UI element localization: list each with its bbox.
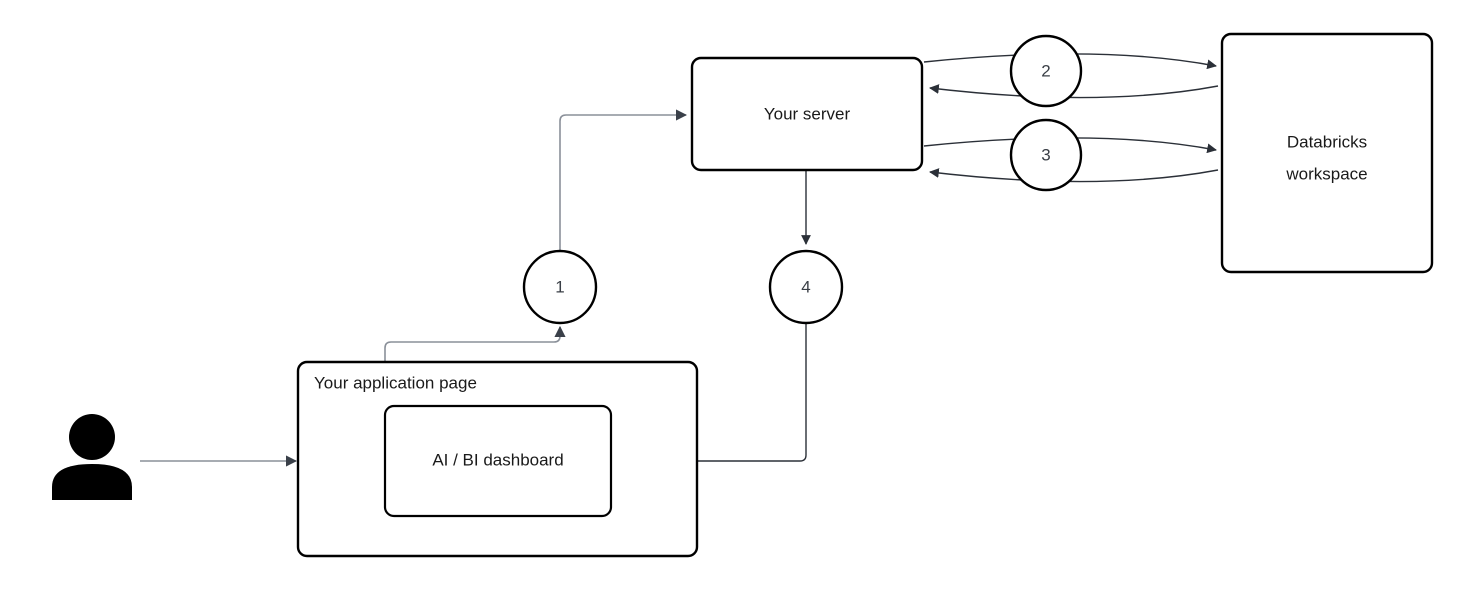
step-2-circle[interactable]: [1009, 34, 1083, 108]
step-1-circle[interactable]: [522, 249, 598, 325]
connector-step-4-to-dashboard: [616, 323, 807, 466]
step-4-label: 4: [801, 277, 810, 296]
ai-bi-dashboard-label: AI / BI dashboard: [432, 450, 563, 469]
step-marker-1[interactable]: 1: [522, 249, 598, 325]
databricks-workspace-box[interactable]: [1220, 32, 1434, 274]
connector-server-to-workspace-step-2: [923, 53, 1219, 99]
ai-bi-dashboard-box[interactable]: [383, 404, 613, 518]
user-actor-body-icon: [52, 464, 132, 500]
databricks-workspace-label-line2: workspace: [1285, 164, 1367, 183]
node-your-server[interactable]: Your server: [690, 56, 924, 172]
step-1-label: 1: [555, 277, 564, 296]
your-application-page-label: Your application page: [314, 373, 477, 392]
user-actor-head-icon: [69, 414, 115, 460]
databricks-workspace-label-line1: Databricks: [1287, 132, 1367, 151]
connector-application-page-to-step-1: [384, 325, 566, 362]
node-databricks-workspace[interactable]: Databricks workspace: [1220, 32, 1434, 274]
step-3-circle[interactable]: [1009, 118, 1083, 192]
node-your-application-page[interactable]: Your application page AI / BI dashboard: [296, 360, 699, 558]
step-2-label: 2: [1041, 61, 1050, 80]
your-server-label: Your server: [764, 104, 851, 123]
connector-server-to-workspace-step-3: [923, 137, 1219, 183]
connector-step-1-to-server: [559, 109, 688, 251]
step-4-circle[interactable]: [768, 249, 844, 325]
step-3-label: 3: [1041, 145, 1050, 164]
step-marker-3[interactable]: 3: [1009, 118, 1083, 192]
step-marker-2[interactable]: 2: [1009, 34, 1083, 108]
your-server-box[interactable]: [690, 56, 924, 172]
user-actor-icon: [52, 414, 132, 500]
node-ai-bi-dashboard[interactable]: AI / BI dashboard: [383, 404, 613, 518]
step-marker-4[interactable]: 4: [768, 249, 844, 325]
